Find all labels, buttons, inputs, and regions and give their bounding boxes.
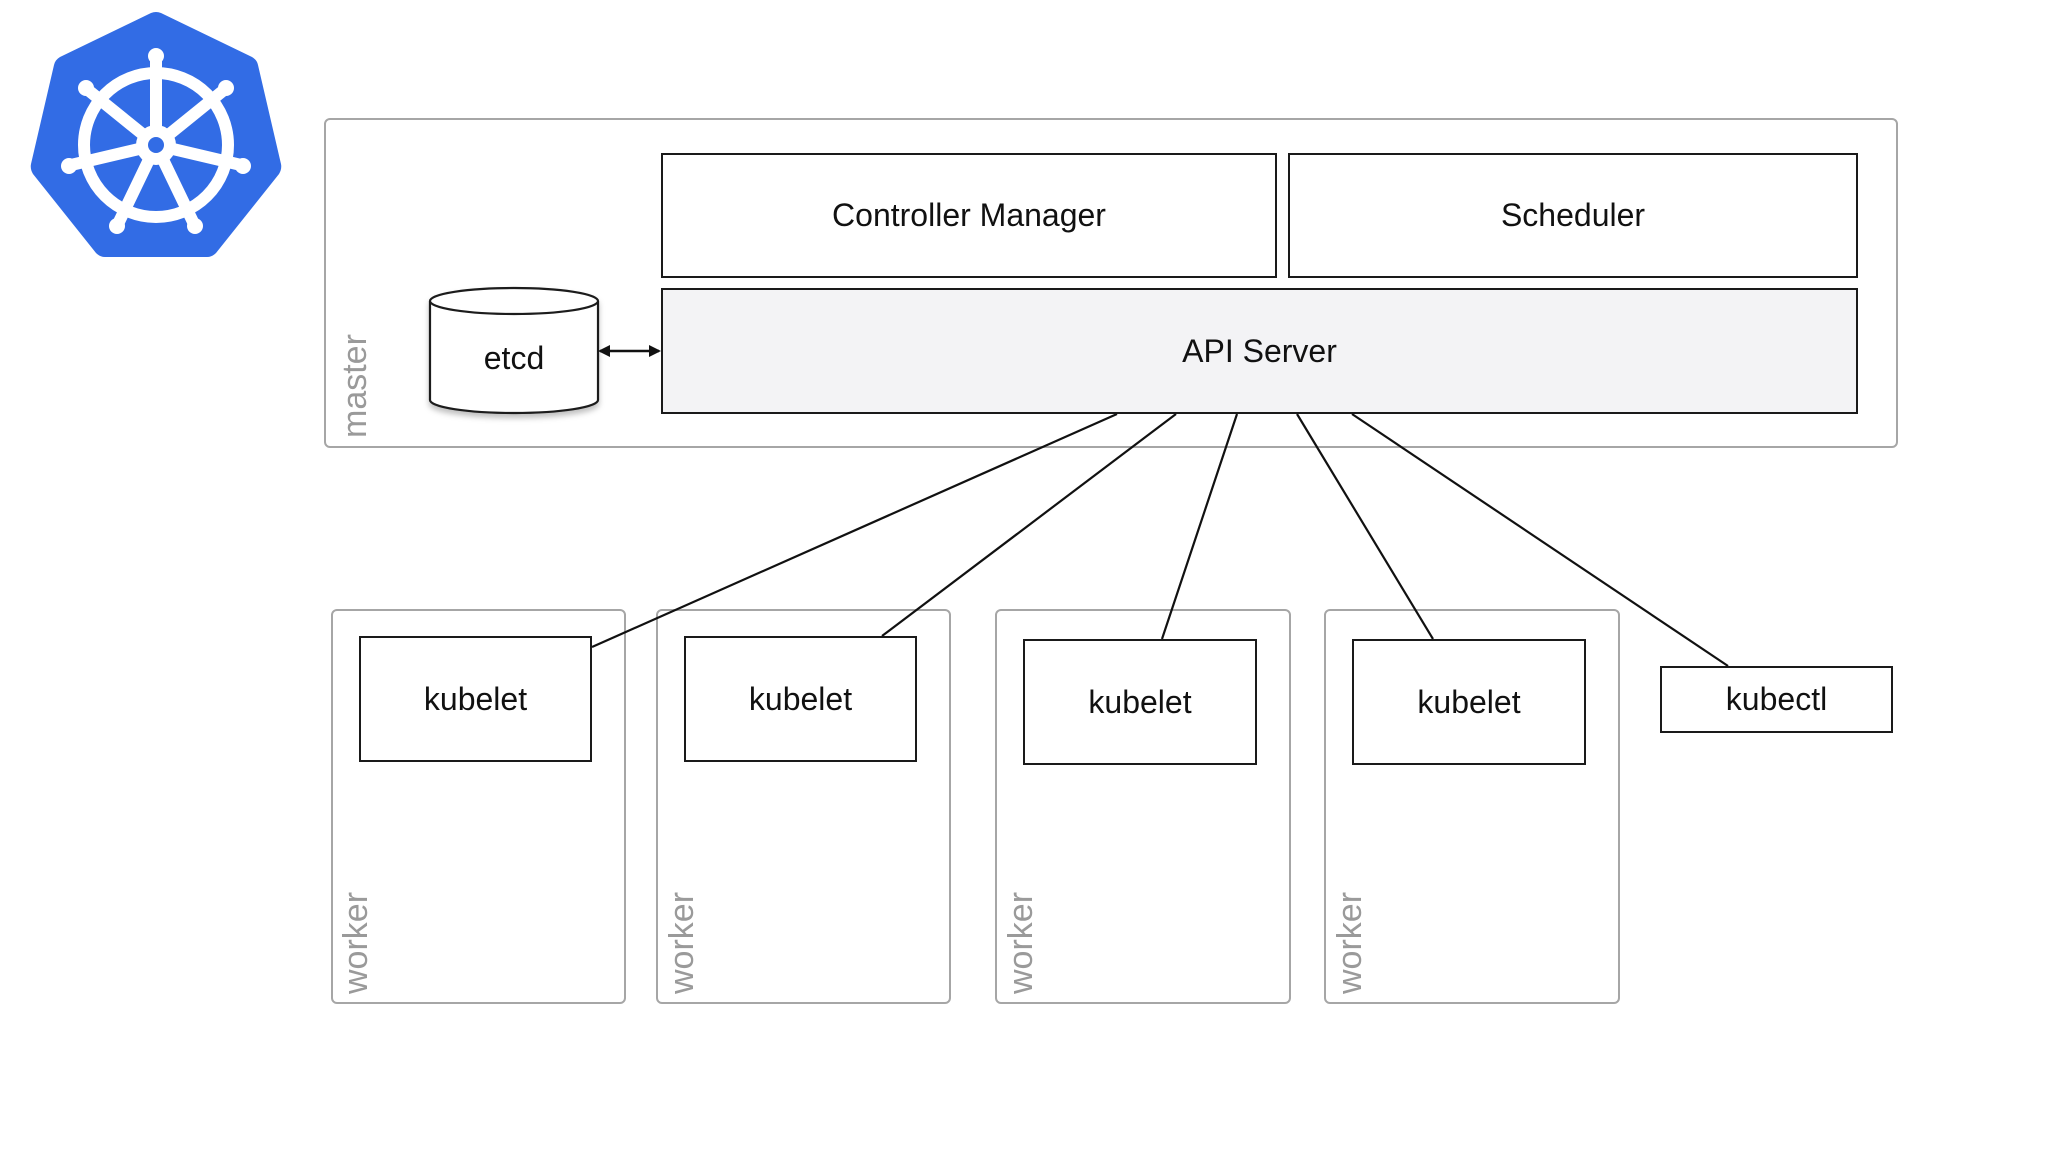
etcd-label: etcd: [483, 340, 545, 376]
controller-manager-box[interactable]: Controller Manager: [661, 153, 1277, 278]
worker-label-3: worker: [1002, 891, 1040, 994]
api-server-box[interactable]: API Server: [661, 288, 1858, 414]
kubelet-box-1[interactable]: kubelet: [359, 636, 592, 762]
kubectl-box[interactable]: kubectl: [1660, 666, 1893, 733]
worker-label-4: worker: [1331, 891, 1369, 994]
kubelet-box-2[interactable]: kubelet: [684, 636, 917, 762]
worker-label-1: worker: [337, 891, 375, 994]
helm-icon: [30, 12, 282, 257]
kubelet-box-3[interactable]: kubelet: [1023, 639, 1257, 765]
kubelet-box-4[interactable]: kubelet: [1352, 639, 1586, 765]
master-label: master: [336, 334, 374, 438]
worker-label-2: worker: [663, 891, 701, 994]
scheduler-box[interactable]: Scheduler: [1288, 153, 1858, 278]
